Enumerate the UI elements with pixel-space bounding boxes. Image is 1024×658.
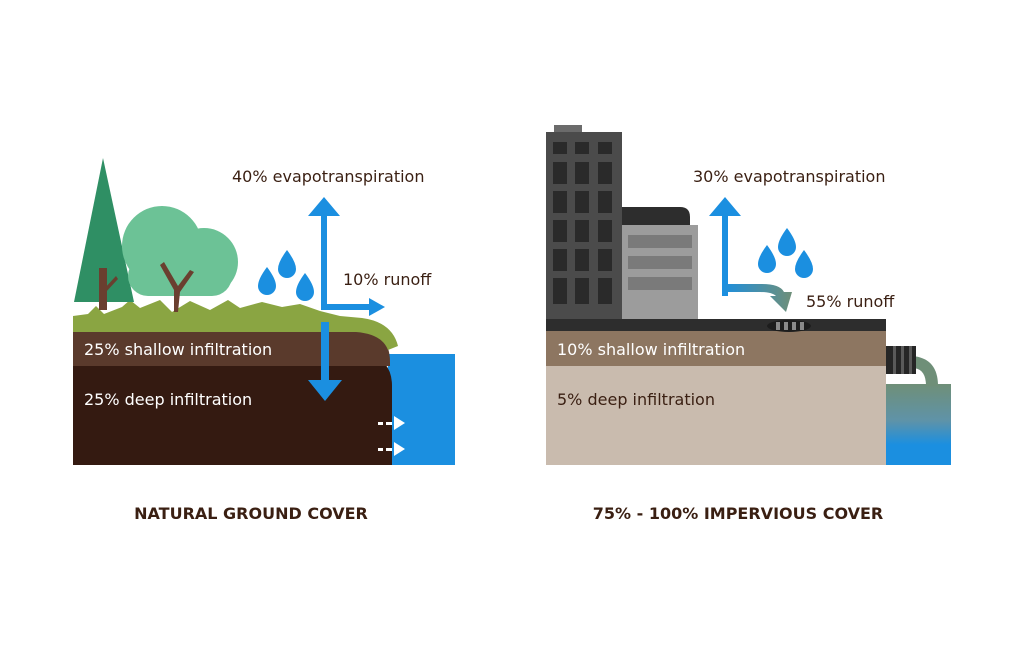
raindrop-icon — [258, 250, 314, 301]
storm-drain-icon — [767, 320, 811, 332]
pipe-icon — [886, 346, 916, 374]
asphalt-surface — [546, 319, 886, 331]
natural-deep-infiltration-label: 25% deep infiltration — [84, 390, 252, 409]
impervious-shallow-infiltration-label: 10% shallow infiltration — [557, 340, 745, 359]
groundwater-flow-arrows — [378, 416, 405, 456]
natural-shallow-soil-layer — [73, 330, 390, 366]
natural-ground-panel: 40% evapotranspiration 10% runoff 25% sh… — [73, 158, 455, 523]
natural-deep-soil-layer — [73, 364, 392, 465]
impervious-caption: 75% - 100% IMPERVIOUS COVER — [593, 504, 884, 523]
impervious-shallow-soil-layer — [546, 331, 886, 366]
natural-shallow-infiltration-label: 25% shallow infiltration — [84, 340, 272, 359]
oak-tree-icon — [122, 206, 238, 312]
natural-caption: NATURAL GROUND COVER — [134, 504, 368, 523]
impervious-deep-soil-layer — [546, 364, 886, 465]
impervious-runoff-arrow — [722, 284, 792, 312]
pine-tree-icon — [74, 158, 134, 310]
impervious-runoff-label: 55% runoff — [806, 292, 895, 311]
impervious-deep-infiltration-label: 5% deep infiltration — [557, 390, 715, 409]
natural-evapotranspiration-label: 40% evapotranspiration — [232, 167, 424, 186]
impervious-evapo-arrow — [709, 197, 741, 296]
natural-infiltration-arrow — [308, 322, 342, 401]
impervious-water-body — [886, 384, 951, 465]
raindrop-icon — [758, 228, 813, 278]
natural-evapo-runoff-arrow — [308, 197, 385, 316]
natural-runoff-label: 10% runoff — [343, 270, 432, 289]
tall-building-icon — [546, 125, 622, 319]
impervious-cover-panel: 30% evapotranspiration 55% runoff 10% sh… — [546, 125, 951, 523]
impervious-evapotranspiration-label: 30% evapotranspiration — [693, 167, 885, 186]
short-building-icon — [622, 207, 698, 319]
grass-strip — [73, 300, 398, 350]
pipe-outflow — [912, 356, 938, 386]
